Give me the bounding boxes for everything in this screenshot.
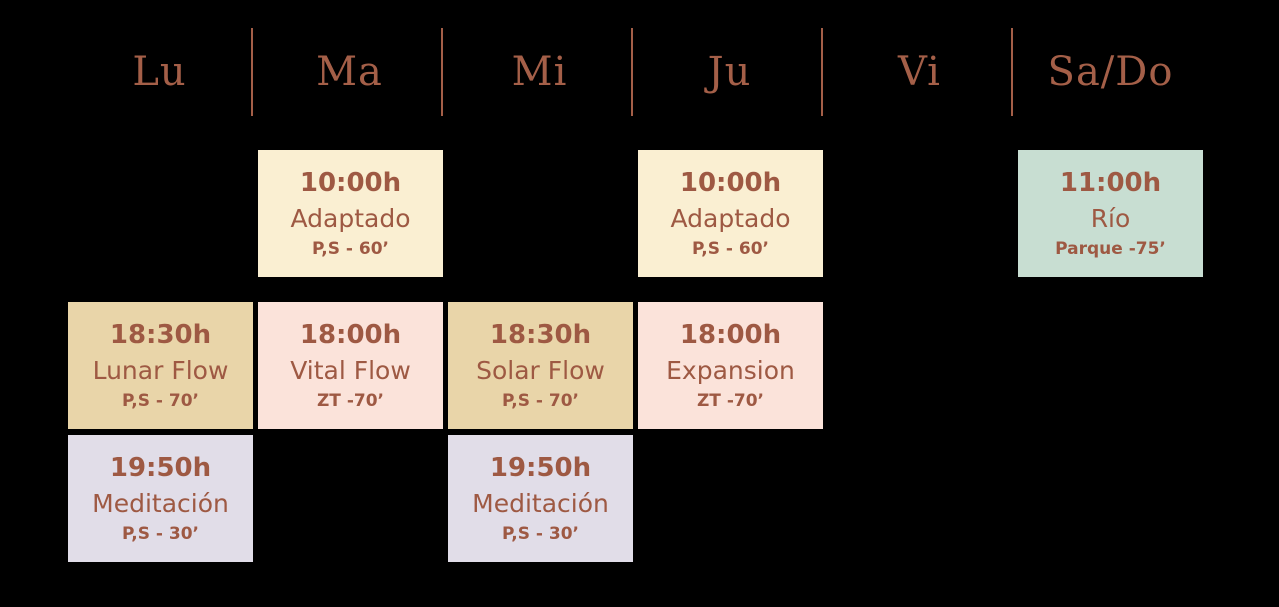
card-time: 18:30h <box>109 320 212 350</box>
class-card-adaptado-ju: 10:00h Adaptado P,S - 60’ <box>638 150 823 277</box>
card-time: 18:00h <box>299 320 402 350</box>
class-card-meditacion-lu: 19:50h Meditación P,S - 30’ <box>68 435 253 562</box>
card-title: Lunar Flow <box>92 356 229 385</box>
empty-slot <box>1018 302 1203 429</box>
card-detail: P,S - 60’ <box>311 239 390 259</box>
schedule-row-morning: 10:00h Adaptado P,S - 60’ 10:00h Adaptad… <box>68 150 1279 277</box>
card-title: Meditación <box>92 489 229 518</box>
empty-slot <box>258 435 443 562</box>
day-label: Lu <box>132 49 187 95</box>
card-title: Expansion <box>666 356 795 385</box>
card-time: 18:00h <box>679 320 782 350</box>
day-label: Mi <box>511 49 568 95</box>
card-detail: Parque -75’ <box>1055 239 1166 259</box>
card-title: Vital Flow <box>290 356 411 385</box>
card-title: Meditación <box>472 489 609 518</box>
weekday-header-row: Lu Ma Mi Ju Vi Sa/Do <box>68 28 1279 116</box>
day-header-vi: Vi <box>828 28 1013 116</box>
empty-slot <box>68 150 253 277</box>
day-label: Sa/Do <box>1047 49 1174 95</box>
card-detail: P,S - 70’ <box>121 391 200 411</box>
empty-slot <box>448 150 633 277</box>
schedule-row-evening: 18:30h Lunar Flow P,S - 70’ 18:00h Vital… <box>68 302 1279 429</box>
day-header-mi: Mi <box>448 28 633 116</box>
empty-slot <box>828 302 1013 429</box>
class-card-expansion-ju: 18:00h Expansion ZT -70’ <box>638 302 823 429</box>
card-detail: P,S - 30’ <box>501 524 580 544</box>
day-label: Ju <box>707 49 752 95</box>
class-card-adaptado-ma: 10:00h Adaptado P,S - 60’ <box>258 150 443 277</box>
card-time: 10:00h <box>299 168 402 198</box>
card-time: 19:50h <box>489 453 592 483</box>
day-label: Ma <box>316 49 383 95</box>
card-detail: P,S - 30’ <box>121 524 200 544</box>
card-title: Adaptado <box>290 204 411 233</box>
card-time: 11:00h <box>1059 168 1162 198</box>
empty-slot <box>1018 435 1203 562</box>
empty-slot <box>638 435 823 562</box>
class-card-lunar-flow-lu: 18:30h Lunar Flow P,S - 70’ <box>68 302 253 429</box>
day-header-ma: Ma <box>258 28 443 116</box>
empty-slot <box>828 435 1013 562</box>
day-header-sado: Sa/Do <box>1018 28 1203 116</box>
card-time: 18:30h <box>489 320 592 350</box>
card-detail: ZT -70’ <box>696 391 764 411</box>
day-header-lu: Lu <box>68 28 253 116</box>
class-card-meditacion-mi: 19:50h Meditación P,S - 30’ <box>448 435 633 562</box>
day-label: Vi <box>898 49 941 95</box>
class-card-vital-flow-ma: 18:00h Vital Flow ZT -70’ <box>258 302 443 429</box>
card-detail: P,S - 70’ <box>501 391 580 411</box>
empty-slot <box>828 150 1013 277</box>
card-title: Río <box>1090 204 1131 233</box>
card-detail: P,S - 60’ <box>691 239 770 259</box>
card-detail: ZT -70’ <box>316 391 384 411</box>
card-title: Solar Flow <box>476 356 605 385</box>
class-card-rio-sado: 11:00h Río Parque -75’ <box>1018 150 1203 277</box>
day-header-ju: Ju <box>638 28 823 116</box>
card-title: Adaptado <box>670 204 791 233</box>
class-card-solar-flow-mi: 18:30h Solar Flow P,S - 70’ <box>448 302 633 429</box>
card-time: 10:00h <box>679 168 782 198</box>
schedule-row-meditation: 19:50h Meditación P,S - 30’ 19:50h Medit… <box>68 435 1279 562</box>
card-time: 19:50h <box>109 453 212 483</box>
